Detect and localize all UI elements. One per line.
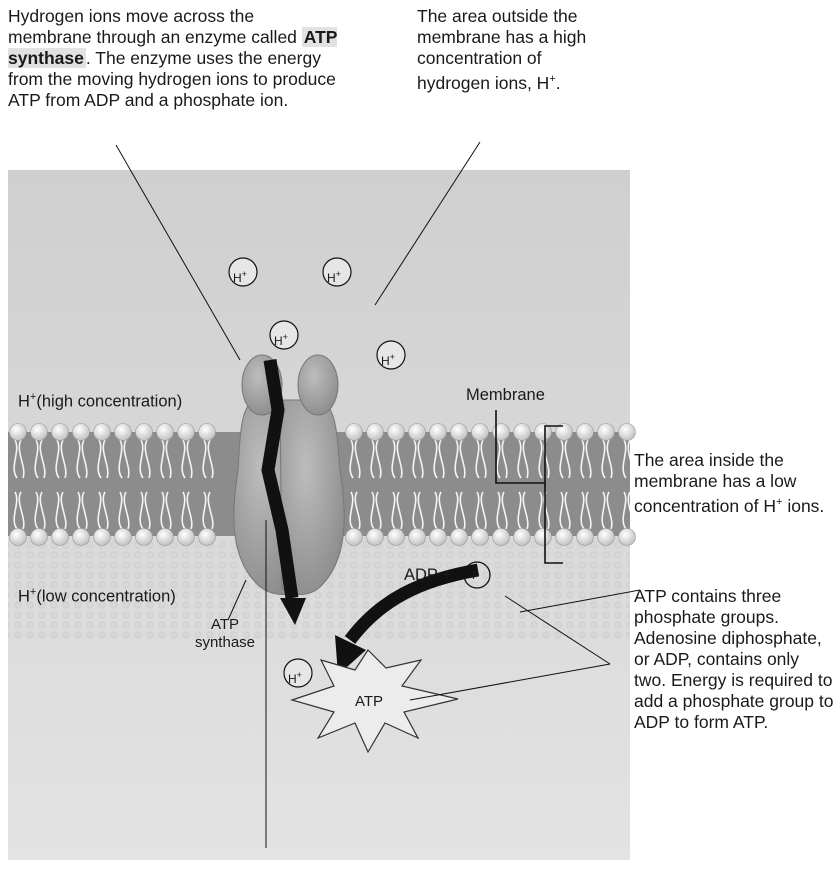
phosphate-label: P bbox=[472, 567, 479, 586]
lipid-head bbox=[10, 424, 27, 441]
h-ion-label: H+ bbox=[327, 265, 341, 288]
lipid-head bbox=[556, 529, 573, 546]
lipid-head bbox=[451, 529, 468, 546]
lipid-head bbox=[472, 529, 489, 546]
atp-label: ATP bbox=[355, 692, 383, 711]
caption-inside-membrane: The area inside the membrane has a low c… bbox=[634, 450, 834, 517]
lipid-head bbox=[73, 529, 90, 546]
h-ion-label: H+ bbox=[274, 328, 288, 351]
atp-synthase-label: ATP synthase bbox=[185, 616, 265, 652]
lipid-head bbox=[493, 529, 510, 546]
high-concentration-label: H+(high concentration) bbox=[18, 388, 182, 412]
lipid-head bbox=[178, 529, 195, 546]
lipid-head bbox=[367, 424, 384, 441]
lipid-head bbox=[31, 529, 48, 546]
membrane-label: Membrane bbox=[466, 386, 545, 405]
lipid-head bbox=[598, 529, 615, 546]
lipid-head bbox=[514, 424, 531, 441]
lipid-head bbox=[94, 529, 111, 546]
lipid-head bbox=[178, 424, 195, 441]
h-ion-label: H+ bbox=[381, 348, 395, 371]
lipid-head bbox=[514, 529, 531, 546]
lipid-head bbox=[94, 424, 111, 441]
adp-label: ADP + bbox=[404, 566, 452, 585]
caption-atp-note: ATP contains three phosphate groups. Ade… bbox=[634, 586, 834, 733]
low-concentration-label: H+(low concentration) bbox=[18, 583, 176, 607]
lipid-head bbox=[367, 529, 384, 546]
lipid-head bbox=[577, 529, 594, 546]
lipid-head bbox=[115, 424, 132, 441]
lipid-head bbox=[619, 529, 636, 546]
lipid-head bbox=[10, 529, 27, 546]
lipid-head bbox=[388, 529, 405, 546]
lipid-head bbox=[451, 424, 468, 441]
lipid-head bbox=[388, 424, 405, 441]
lipid-head bbox=[493, 424, 510, 441]
h-ion-label: H+ bbox=[288, 666, 302, 689]
lipid-head bbox=[199, 529, 216, 546]
lipid-head bbox=[346, 529, 363, 546]
lipid-head bbox=[346, 424, 363, 441]
lipid-head bbox=[73, 424, 90, 441]
lipid-head bbox=[409, 529, 426, 546]
lipid-head bbox=[577, 424, 594, 441]
lipid-head bbox=[52, 529, 69, 546]
lipid-head bbox=[31, 424, 48, 441]
lipid-head bbox=[157, 529, 174, 546]
lipid-head bbox=[136, 529, 153, 546]
lipid-head bbox=[199, 424, 216, 441]
lipid-head bbox=[115, 529, 132, 546]
lipid-head bbox=[535, 529, 552, 546]
lipid-head bbox=[472, 424, 489, 441]
lipid-head bbox=[619, 424, 636, 441]
lipid-head bbox=[430, 424, 447, 441]
lipid-head bbox=[136, 424, 153, 441]
lipid-head bbox=[430, 529, 447, 546]
h-ion-label: H+ bbox=[233, 265, 247, 288]
lipid-head bbox=[409, 424, 426, 441]
lipid-head bbox=[157, 424, 174, 441]
lipid-head bbox=[598, 424, 615, 441]
lipid-head bbox=[52, 424, 69, 441]
